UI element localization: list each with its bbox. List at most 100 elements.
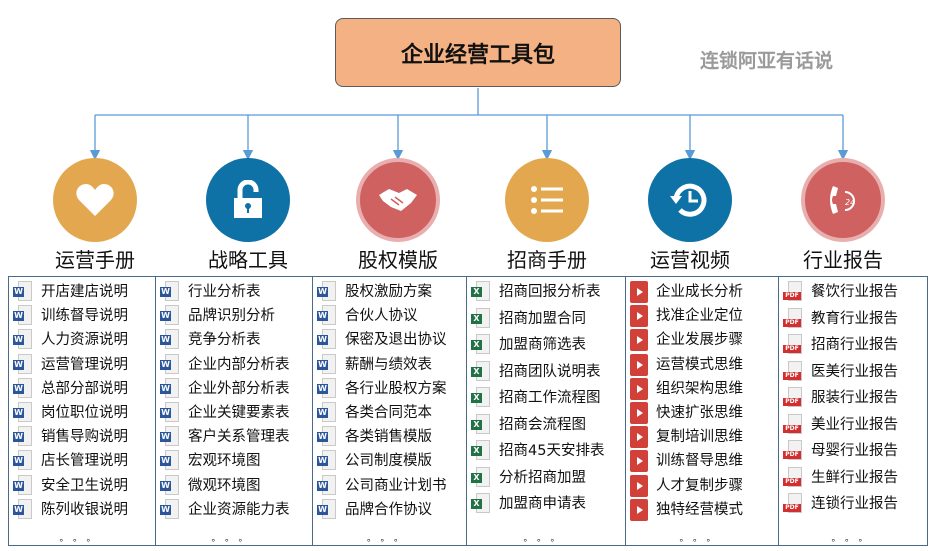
file-name: 企业成长分析: [656, 284, 743, 300]
category-label: 行业报告: [803, 248, 883, 272]
file-item[interactable]: W 销售导购说明: [13, 426, 128, 448]
file-name: 竞争分析表: [188, 332, 261, 349]
file-item[interactable]: 运营模式思维: [630, 353, 743, 376]
more-indicator: 。。。: [366, 534, 412, 544]
file-name: 复制培训思维: [656, 429, 743, 446]
file-name: 合伙人协议: [345, 308, 418, 325]
category-icon-circle: [53, 158, 137, 242]
file-name: 行业分析表: [188, 284, 261, 300]
file-item[interactable]: W 行业分析表: [160, 281, 261, 303]
word-file-icon: W: [317, 377, 337, 400]
excel-file-icon: X: [471, 440, 491, 462]
excel-file-icon: X: [471, 281, 491, 303]
category-icon-circle: [206, 158, 290, 242]
file-name: 加盟商申请表: [499, 496, 586, 512]
file-item[interactable]: 企业成长分析: [630, 281, 743, 303]
file-item[interactable]: 独特经营模式: [630, 498, 743, 521]
file-item[interactable]: 快速扩张思维: [630, 402, 743, 424]
word-file-icon: W: [13, 377, 33, 400]
word-file-icon: W: [13, 426, 33, 448]
more-indicator: 。。。: [59, 534, 105, 544]
file-name: 品牌识别分析: [188, 308, 275, 325]
word-file-icon: W: [317, 353, 337, 376]
file-item[interactable]: 复制培训思维: [630, 426, 743, 449]
more-indicator: 。。。: [523, 534, 569, 544]
file-name: 餐饮行业报告: [811, 284, 898, 300]
word-file-icon: W: [160, 474, 180, 497]
file-name: 客户关系管理表: [188, 429, 290, 446]
file-item[interactable]: 组织架构思维: [630, 377, 743, 400]
file-name: 店长管理说明: [41, 453, 128, 470]
word-file-icon: W: [317, 450, 337, 472]
file-item[interactable]: 找准企业定位: [630, 305, 743, 328]
word-file-icon: W: [13, 281, 33, 303]
excel-file-icon: X: [471, 307, 491, 330]
video-file-icon: [630, 305, 648, 328]
main-title: 企业经营工具包: [335, 18, 621, 87]
file-item[interactable]: 企业发展步骤: [630, 329, 743, 352]
phone-24-icon: 24: [823, 180, 863, 220]
file-name: 分析招商加盟: [499, 469, 586, 486]
excel-file-icon: X: [471, 493, 491, 515]
word-file-icon: W: [160, 281, 180, 303]
word-file-icon: W: [13, 402, 33, 424]
file-name: 销售导购说明: [41, 429, 128, 446]
file-item[interactable]: W 各行业股权方案: [317, 377, 447, 400]
file-name: 各行业股权方案: [345, 380, 447, 397]
file-item[interactable]: X 加盟商申请表: [471, 493, 586, 515]
file-item[interactable]: 人才复制步骤: [630, 474, 743, 497]
category-icon-circle: [505, 158, 589, 242]
category-icon-circle: [648, 158, 732, 242]
video-file-icon: [630, 474, 648, 497]
file-item[interactable]: 训练督导思维: [630, 450, 743, 473]
pdf-file-icon: PDF: [783, 360, 803, 383]
file-name: 陈列收银说明: [41, 501, 128, 518]
file-name: 企业资源能力表: [188, 501, 290, 518]
